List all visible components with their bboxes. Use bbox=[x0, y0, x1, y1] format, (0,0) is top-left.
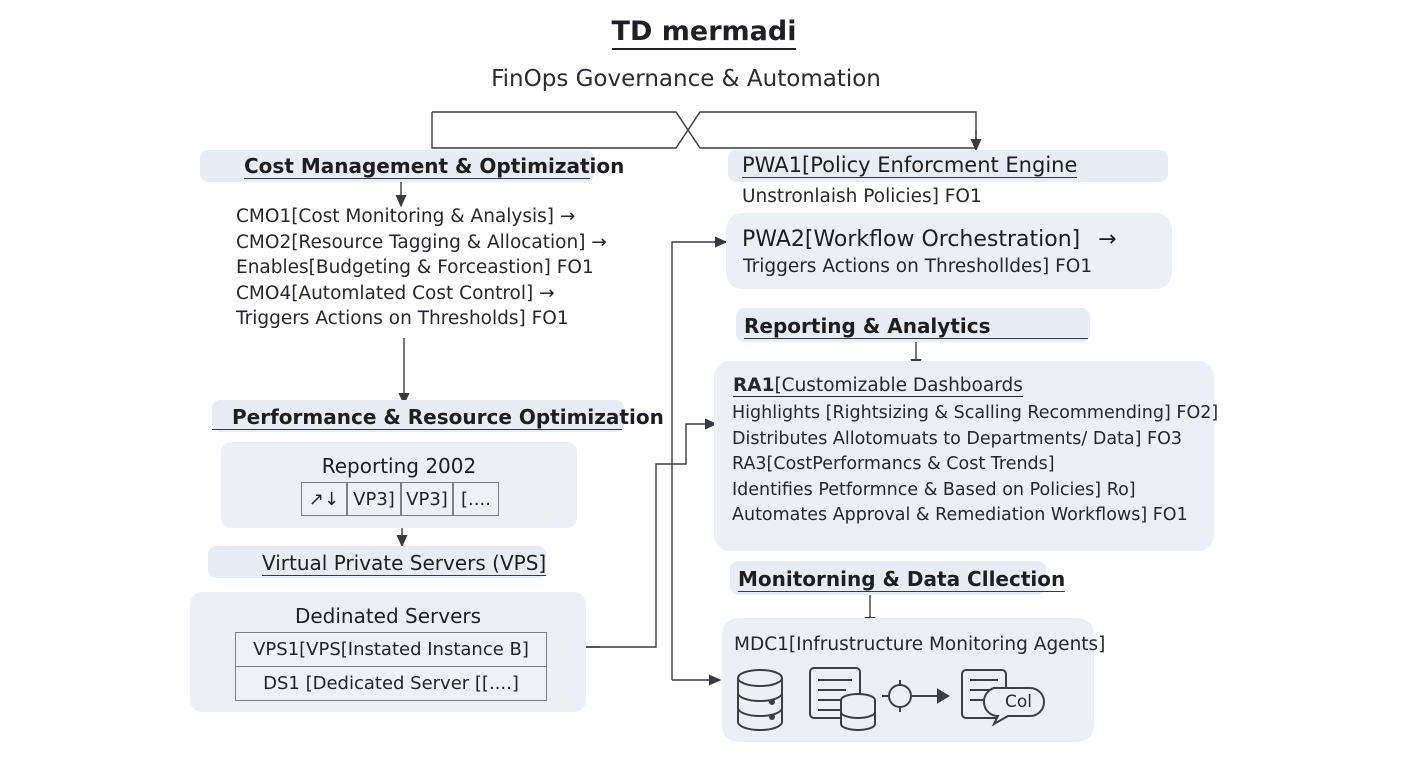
reporting-cell-chart: ↗↓ bbox=[301, 482, 347, 516]
dedicated-row: DS1 [Dedicated Server [[....] bbox=[235, 666, 547, 701]
reporting-cell: VP3] bbox=[401, 482, 453, 516]
pipeline-node-icon bbox=[882, 680, 950, 712]
reporting-line-3: RA3[CostPerformancs & Cost Trends] bbox=[732, 454, 1055, 474]
workflow-arrow-icon: → bbox=[1098, 227, 1117, 252]
reporting-cells: ↗↓ VP3] VP3] [.... bbox=[301, 482, 499, 516]
workflow-card: PWA2[Workflow Orchestration] → Triggers … bbox=[726, 213, 1172, 289]
policy-sub: Unstronlaish Policies] FO1 bbox=[742, 186, 982, 207]
cost-management-heading: Cost Management & Optimization bbox=[244, 154, 625, 179]
dedicated-row: VPS1[VPS[Instated Instance B] bbox=[235, 632, 547, 667]
monitoring-card: MDC1[Infrustructure Monitoring Agents] bbox=[722, 618, 1105, 742]
workflow-title: PWA2[Workflow Orchestration] bbox=[742, 227, 1081, 252]
reporting-cell: [.... bbox=[453, 482, 499, 516]
cost-line-3: Enables[Budgeting & Forceastion] FO1 bbox=[236, 257, 594, 278]
reporting-card: Reporting 2002 ↗↓ VP3] VP3] [.... bbox=[221, 442, 577, 528]
reporting-line-2: Distributes Allotomuats to Departments/ … bbox=[732, 428, 1183, 449]
cost-line-4: CMO4[Automlated Cost Control] → bbox=[236, 282, 555, 304]
reporting-line-5: Automates Approval & Remediation Workflo… bbox=[732, 505, 1188, 525]
monitoring-header: Monitorning & Data Cllection bbox=[730, 561, 1066, 595]
cost-line-5: Triggers Actions on Thresholds] FO1 bbox=[236, 308, 569, 329]
database-small-icon bbox=[840, 693, 876, 731]
dedicated-servers-title: Dedinated Servers bbox=[294, 604, 482, 628]
workflow-sub: Triggers Actions on Thresholldes] FO1 bbox=[743, 256, 1093, 277]
vps-label: Virtual Private Servers (VPS] bbox=[262, 551, 547, 576]
mdc1-label: MDC1[Infrustructure Monitoring Agents] bbox=[734, 634, 1106, 655]
monitoring-icon-row: Col bbox=[737, 667, 1046, 731]
document-collector-icon bbox=[961, 669, 1046, 727]
reporting-analytics-card: RA1[Customizable Dashboards Highlights [… bbox=[714, 361, 1218, 551]
cost-line-2: CMO2[Resource Tagging & Allocation] → bbox=[236, 231, 607, 253]
collector-label: Col bbox=[1005, 692, 1032, 712]
reporting-line-1: Highlights [Rightsizing & Scalling Recom… bbox=[732, 403, 1219, 423]
database-icon bbox=[737, 669, 783, 731]
reporting-analytics-heading: Reporting & Analytics bbox=[744, 314, 1088, 339]
policy-header: PWA1[Policy Enforcment Engine bbox=[728, 150, 1168, 182]
top-split-bracket bbox=[431, 111, 977, 149]
vps-node: Virtual Private Servers (VPS] bbox=[208, 546, 547, 578]
cost-management-list: CMO1[Cost Monitoring & Analysis] → CMO2[… bbox=[236, 204, 607, 332]
monitoring-heading: Monitorning & Data Cllection bbox=[738, 567, 1066, 592]
reporting-lines: Highlights [Rightsizing & Scalling Recom… bbox=[732, 401, 1218, 529]
ra1-code: RA1 bbox=[733, 375, 775, 397]
diagram-title: TD mermadi bbox=[0, 16, 1408, 50]
reporting-line-4: Identifies Petformnce & Based on Policie… bbox=[732, 479, 1136, 500]
cost-management-header: Cost Management & Optimization bbox=[200, 150, 625, 182]
policy-heading: PWA1[Policy Enforcment Engine bbox=[742, 153, 1078, 178]
reporting-card-title: Reporting 2002 bbox=[321, 454, 477, 478]
diagram-subtitle: FinOps Governance & Automation bbox=[491, 66, 881, 92]
reporting-analytics-header: Reporting & Analytics bbox=[736, 308, 1090, 342]
dedicated-to-workflow-connector bbox=[568, 418, 718, 648]
performance-heading: Performance & Resource Optimization bbox=[212, 405, 664, 430]
cost-line-1: CMO1[Cost Monitoring & Analysis] → bbox=[236, 206, 576, 227]
reporting-cell: VP3] bbox=[347, 482, 401, 516]
ra1-title: [Customizable Dashboards bbox=[774, 375, 1023, 397]
ra1-line: RA1[Customizable Dashboards bbox=[733, 373, 1023, 399]
performance-header: Performance & Resource Optimization bbox=[212, 400, 664, 432]
dedicated-servers-card: Dedinated Servers VPS1[VPS[Instated Inst… bbox=[190, 592, 586, 712]
